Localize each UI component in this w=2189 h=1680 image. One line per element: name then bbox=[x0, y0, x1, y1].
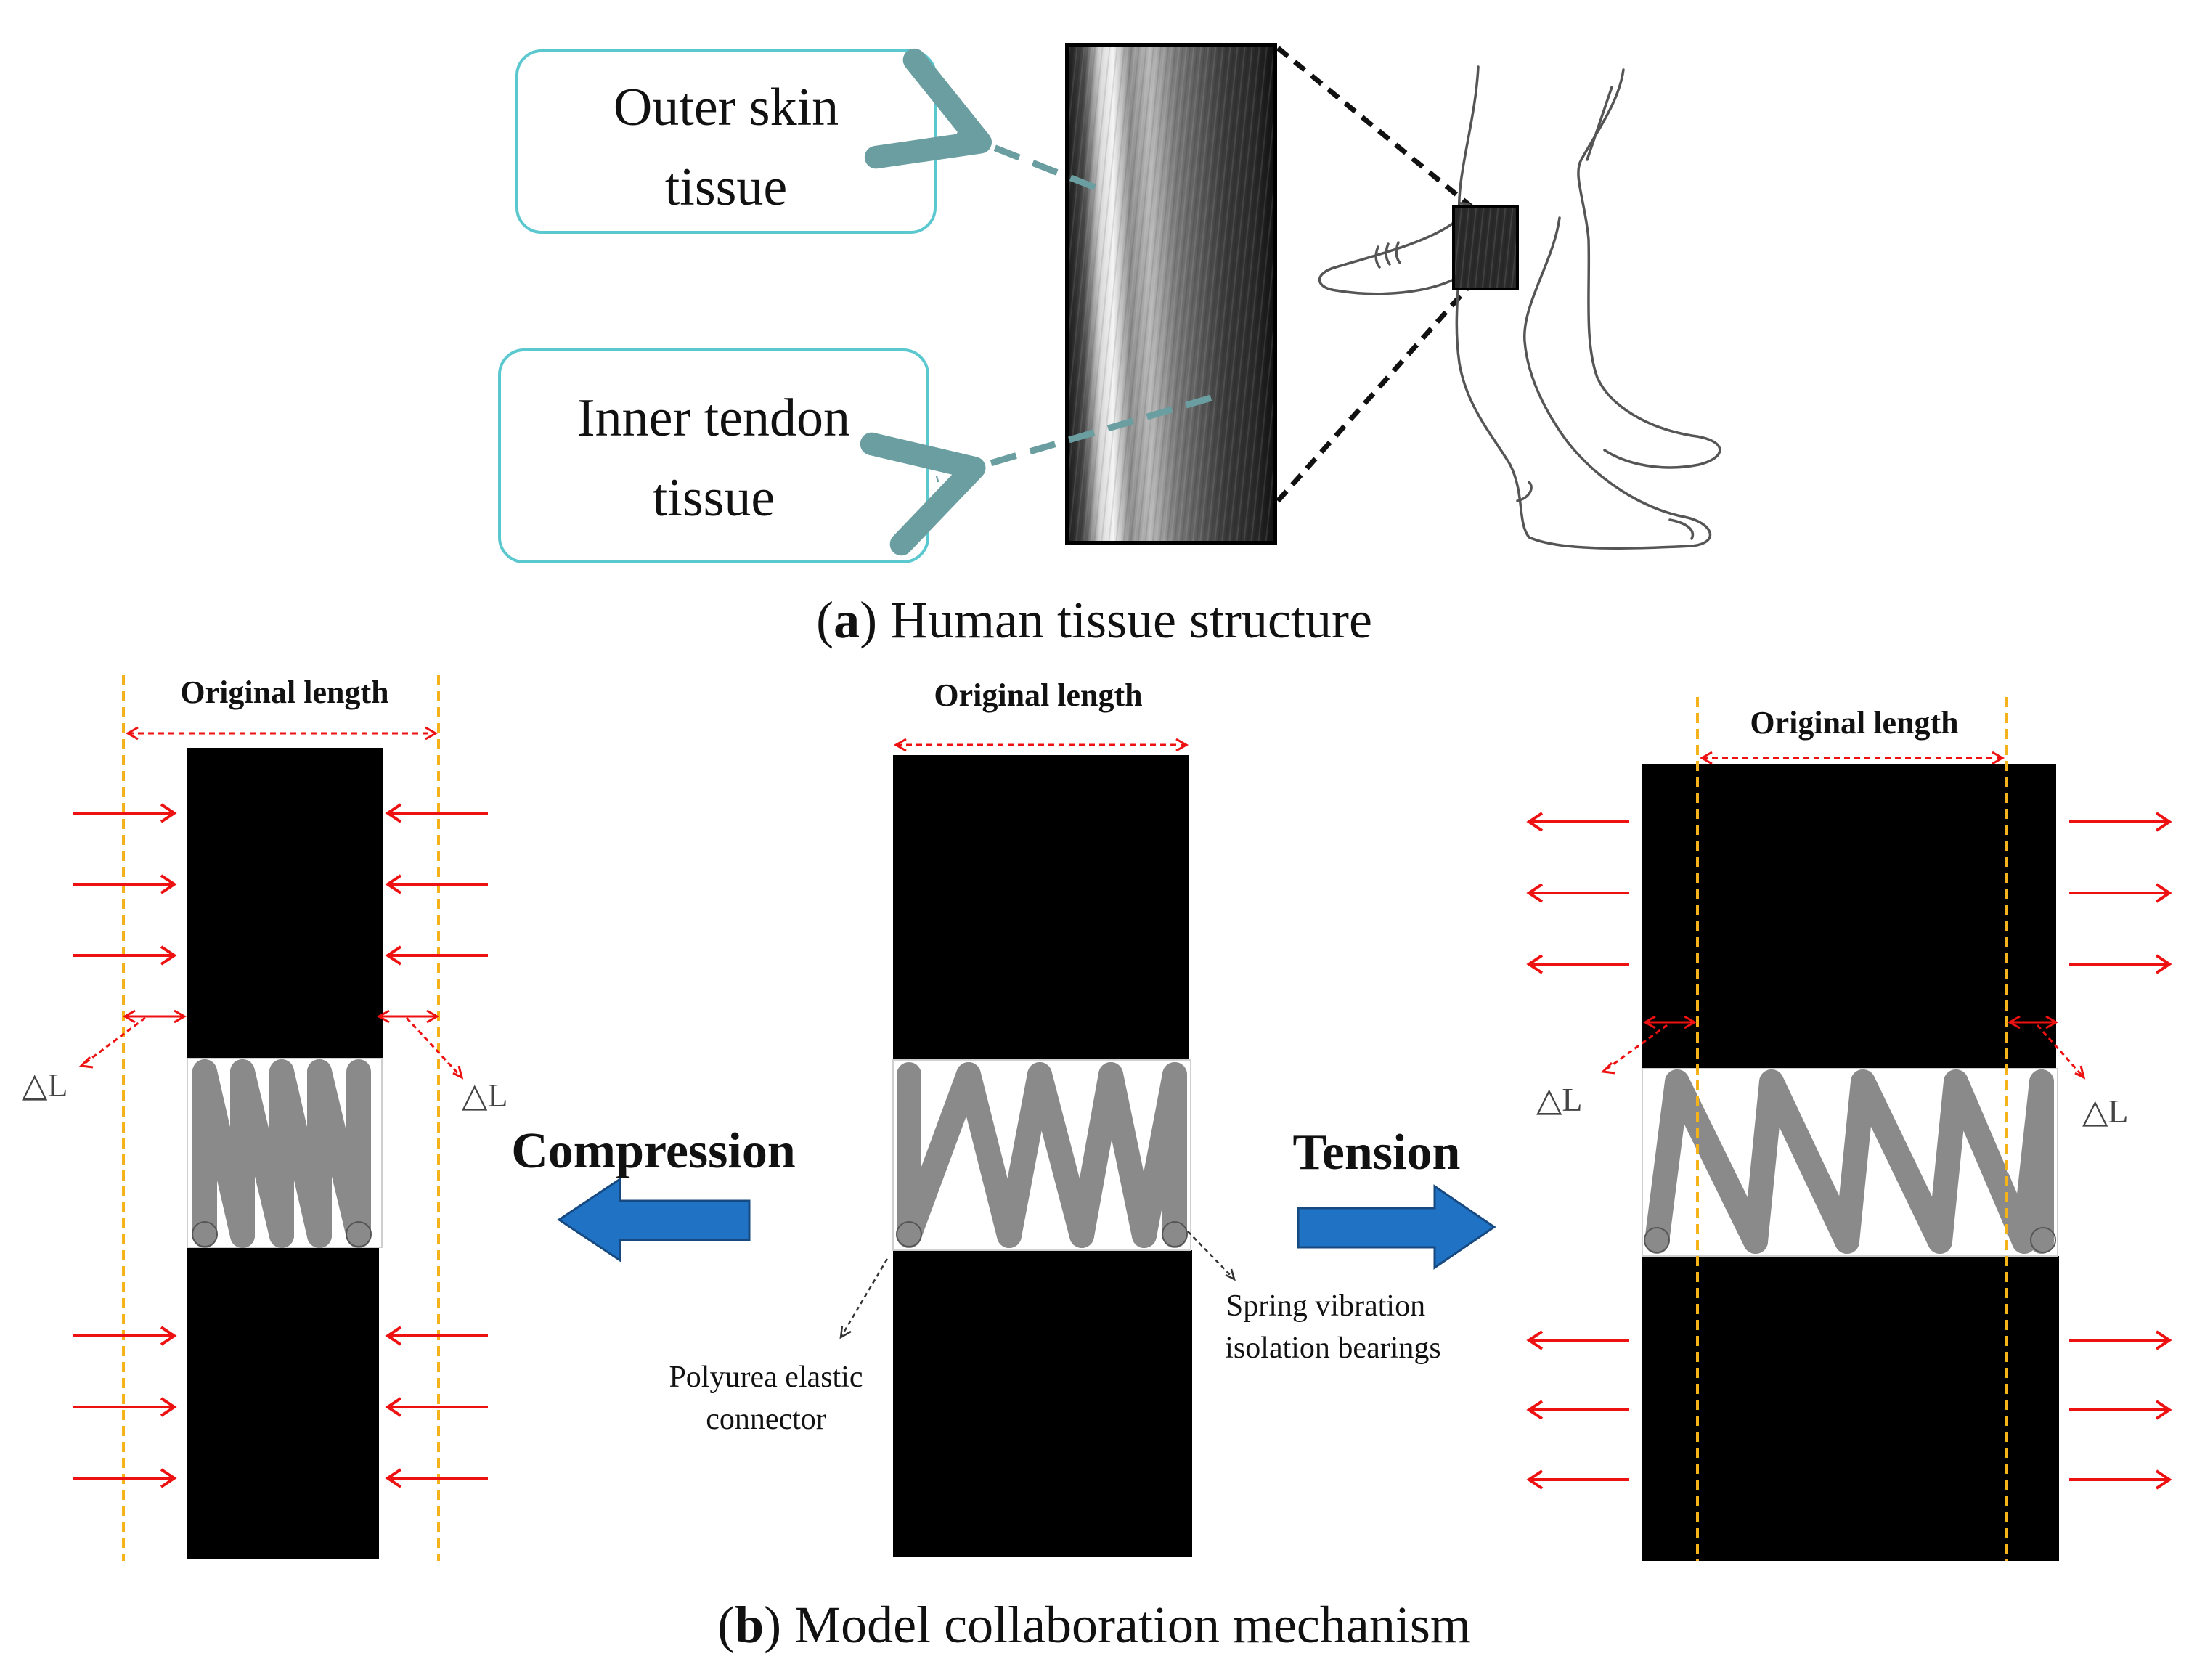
right-tension-arrows-right bbox=[2069, 812, 2172, 1490]
panel-b: Original length bbox=[22, 674, 2172, 1654]
right-delta-l-label-right: △L bbox=[2082, 1093, 2128, 1130]
tension-label: Tension bbox=[1293, 1125, 1461, 1181]
right-original-length-label: Original length bbox=[1750, 705, 1958, 741]
polyurea-label-line2: connector bbox=[706, 1403, 826, 1436]
left-original-length-label: Original length bbox=[180, 674, 388, 710]
panel-a: Outer skin tissue Inner tendon tissue bbox=[498, 43, 1721, 649]
zoom-line-bottom bbox=[1276, 274, 1480, 503]
right-stretched-spring bbox=[1644, 1069, 2054, 1254]
original-model: Original length bbox=[669, 677, 1441, 1557]
right-delta-l-label-left: △L bbox=[1536, 1081, 1582, 1118]
tension-arrow bbox=[1297, 1184, 1496, 1270]
spring-bearing-leader bbox=[1187, 1231, 1235, 1280]
left-compression-arrows-left bbox=[73, 803, 177, 1488]
outer-skin-label-line1: Outer skin bbox=[614, 78, 839, 137]
compression-arrow bbox=[557, 1177, 751, 1263]
left-delta-l-label-left: △L bbox=[22, 1067, 68, 1104]
inner-tendon-label-box: Inner tendon tissue bbox=[498, 348, 929, 563]
left-delta-l-markers bbox=[78, 1009, 464, 1080]
right-tension-arrows-left bbox=[1526, 812, 1629, 1490]
right-top-block bbox=[1642, 764, 2056, 1069]
leg-drawing bbox=[1318, 65, 1721, 550]
compressed-model: Original length bbox=[22, 674, 507, 1561]
polyurea-label-line1: Polyurea elastic bbox=[669, 1361, 863, 1394]
ultrasound-image bbox=[1065, 43, 1277, 545]
tensioned-model: Original length bbox=[1526, 697, 2172, 1561]
center-top-block bbox=[893, 755, 1189, 1060]
right-bottom-block bbox=[1642, 1256, 2059, 1561]
inner-tendon-label-line2: tissue bbox=[653, 468, 775, 528]
inner-tendon-pointer-arrow bbox=[860, 394, 1212, 556]
left-top-block bbox=[187, 748, 383, 1059]
caption-a-text: Human tissue structure bbox=[877, 591, 1372, 649]
spring-bearing-label-line1: Spring vibration bbox=[1226, 1289, 1425, 1323]
spring-bearing-label-line2: isolation bearings bbox=[1225, 1332, 1440, 1365]
caption-a: (a) Human tissue structure bbox=[816, 591, 1372, 649]
left-delta-l-label-right: △L bbox=[462, 1077, 507, 1114]
center-original-length-label: Original length bbox=[934, 677, 1142, 713]
caption-a-letter: a bbox=[833, 591, 860, 649]
outer-skin-pointer-arrow bbox=[864, 48, 1096, 191]
center-spring bbox=[897, 1062, 1187, 1248]
caption-b-text: Model collaboration mechanism bbox=[781, 1596, 1471, 1654]
inner-tendon-label-line1: Inner tendon bbox=[577, 388, 850, 448]
probe-contact-patch bbox=[1452, 205, 1519, 290]
zoom-line-top bbox=[1276, 46, 1475, 210]
left-bottom-block bbox=[187, 1247, 379, 1559]
polyurea-leader bbox=[839, 1258, 889, 1338]
outer-skin-label-line2: tissue bbox=[665, 158, 788, 217]
left-compression-arrows-right bbox=[385, 803, 488, 1488]
outer-skin-label-box: Outer skin tissue bbox=[515, 49, 937, 234]
caption-b-letter: b bbox=[735, 1596, 764, 1654]
caption-b: (b) Model collaboration mechanism bbox=[717, 1596, 1471, 1654]
center-bottom-block bbox=[893, 1250, 1192, 1557]
right-delta-l-markers bbox=[1600, 1015, 2086, 1080]
compression-label: Compression bbox=[511, 1123, 796, 1179]
left-compressed-spring bbox=[192, 1059, 371, 1248]
